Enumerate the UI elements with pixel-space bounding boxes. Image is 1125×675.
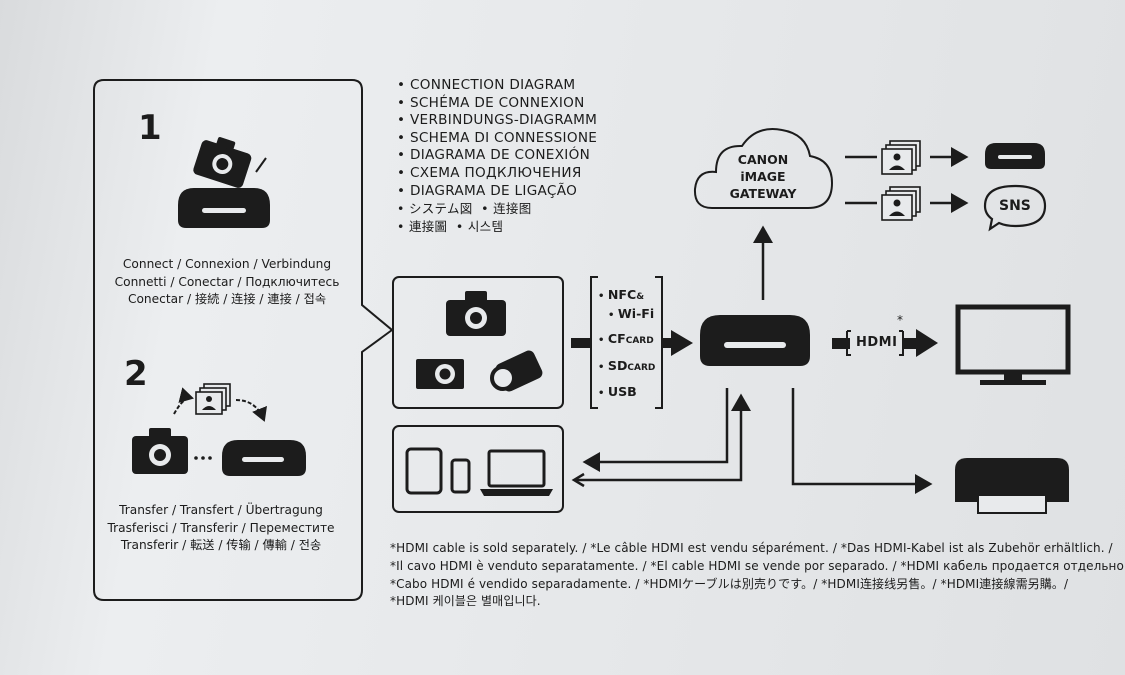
title-line: SCHÉMA DE CONNEXION: [397, 95, 597, 113]
camcorder-icon: [490, 350, 543, 392]
source-type-list: NFC& Wi-Fi CFCARD SDCARD USB: [598, 283, 656, 406]
cjk-title: 连接图: [493, 201, 532, 216]
title-line: SCHEMA DI CONNESSIONE: [397, 130, 597, 148]
sources-to-gateway-connector: [662, 338, 672, 348]
smartphone-icon: [450, 458, 471, 494]
step2-caption-line: Trasferisci / Transferir / Переместите: [107, 520, 335, 535]
cjk-title-line: システム図 • 连接图: [397, 200, 532, 218]
photo-stack-icon-bottom: [881, 186, 921, 221]
cloud-label-line: GATEWAY: [729, 186, 797, 201]
title-line: VERBINDUNGS-DIAGRAMM: [397, 112, 597, 130]
title-line: DIAGRAMA DE CONEXIÓN: [397, 147, 597, 165]
source-bracket-left: [590, 276, 598, 409]
source-wifi: Wi-Fi: [598, 302, 655, 328]
photo-stack-icon-top: [881, 140, 921, 175]
dslr-camera-icon: [446, 291, 506, 336]
step2-caption-line: Transferir / 転送 / 传输 / 傳輸 / 전송: [120, 538, 322, 552]
central-gateway-device-icon: [700, 315, 810, 366]
sns-label: SNS: [999, 198, 1031, 214]
step2-caption: Transfer / Transfert / Übertragung Trasf…: [96, 502, 346, 555]
compact-camera-icon: [416, 359, 464, 389]
hdmi-footnote: *HDMI cable is sold separately. / *Le câ…: [390, 540, 1125, 611]
cjk-title: 連接圖: [408, 218, 448, 234]
footnote-line: *HDMI 케이블은 별매입니다.: [390, 594, 541, 609]
title-line: DIAGRAMA DE LIGAÇÃO: [397, 183, 597, 201]
printer-icon: [955, 458, 1069, 514]
step2-number: 2: [124, 354, 148, 394]
title-line: СХЕМА ПОДКЛЮЧЕНИЯ: [397, 165, 597, 183]
source-bracket-right: [655, 276, 663, 409]
steps-panel-outline: [93, 79, 394, 601]
remote-gateway-device-icon: [985, 143, 1045, 169]
step1-caption: Connect / Connexion / Verbindung Connett…: [102, 256, 352, 309]
cjk-title: 시스템: [467, 218, 504, 234]
canon-image-gateway-cloud: [693, 128, 834, 209]
hdmi-label: HDMI: [856, 335, 898, 350]
connection-diagram-title-list: CONNECTION DIAGRAM SCHÉMA DE CONNEXION V…: [397, 77, 597, 200]
source-usb: USB: [598, 380, 655, 406]
cloud-label-line: CANON: [737, 152, 789, 167]
step1-caption-line: Conectar / 接続 / 连接 / 連接 / 접속: [127, 292, 327, 306]
step1-camera-on-gateway-icon: [178, 137, 270, 228]
hdmi-arrow: [916, 329, 938, 357]
step2-transfer-icon: [132, 383, 306, 476]
cloud-label-line: iMAGE: [740, 169, 786, 184]
footnote-line: *HDMI cable is sold separately. / *Le câ…: [390, 541, 1113, 555]
step1-caption-line: Connect / Connexion / Verbindung: [122, 257, 332, 271]
step1-number: 1: [138, 108, 162, 148]
sns-bubble-icon: [983, 184, 1047, 232]
footnote-line: *Il cavo HDMI è venduto separatamente. /…: [390, 558, 1125, 573]
source-sd-card: SDCARD: [598, 354, 656, 381]
cjk-title-line: 連接圖 • 시스템: [397, 218, 532, 236]
footnote-line: *Cabo HDMI é vendido separadamente. / *H…: [390, 576, 1069, 591]
source-cf-card: CFCARD: [598, 327, 655, 354]
camera-to-sources-connector: [571, 338, 591, 348]
step1-caption-line: Connetti / Conectar / Подключитесь: [114, 274, 340, 289]
cloud-label: CANON iMAGE GATEWAY: [703, 151, 823, 202]
sources-to-gateway-arrow: [671, 330, 693, 356]
camera-devices-box: [392, 276, 564, 409]
hdmi-asterisk: *: [897, 313, 903, 327]
laptop-icon: [480, 449, 553, 496]
connection-diagram-cjk-titles: システム図 • 连接图 連接圖 • 시스템: [397, 200, 532, 235]
cjk-title: システム図: [408, 201, 473, 216]
title-line: CONNECTION DIAGRAM: [397, 77, 597, 95]
source-nfc: NFC&: [598, 283, 655, 310]
mobile-devices-box: [392, 425, 564, 513]
tablet-icon: [405, 447, 443, 495]
tv-monitor-icon: [955, 304, 1071, 385]
step2-caption-line: Transfer / Transfert / Übertragung: [119, 503, 323, 517]
